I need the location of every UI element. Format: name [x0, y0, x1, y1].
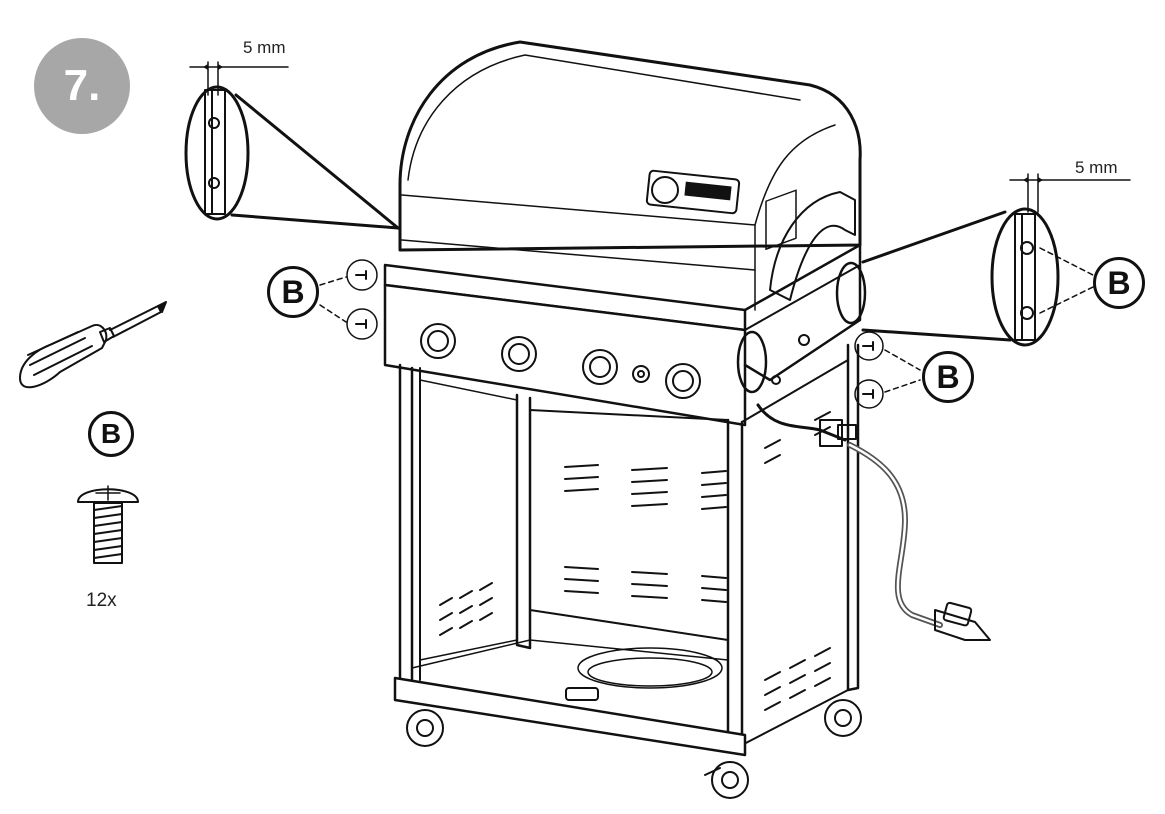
step-number-badge: 7.: [34, 38, 130, 134]
screw-b-icon: [77, 485, 139, 564]
callout-b-left: B: [267, 266, 319, 318]
side-housing: [736, 243, 867, 394]
right-gap-dimension-label: 5 mm: [1075, 158, 1118, 177]
grill-lid: [398, 40, 862, 311]
control-knob-1: [420, 323, 456, 359]
control-knob-3: [582, 349, 618, 385]
igniter-button: [632, 365, 650, 383]
control-panel: [383, 244, 861, 427]
control-knob-4: [665, 363, 701, 399]
cart-frame: [393, 343, 860, 757]
right-detail-magnifier: [861, 173, 1131, 347]
right-screw-callouts: [854, 331, 921, 409]
gas-regulator-hose: [756, 403, 991, 641]
screw-letter-callout: B: [88, 411, 134, 457]
left-screw-callouts: [319, 259, 378, 340]
left-detail-magnifier: [184, 61, 400, 230]
screwdriver-icon: [19, 301, 167, 389]
left-gap-dimension-label: 5 mm: [243, 38, 286, 57]
caster-wheels: [406, 699, 862, 799]
control-knob-2: [501, 336, 537, 372]
screw-quantity-label: 12x: [86, 590, 117, 611]
callout-b-right-lower: B: [922, 351, 974, 403]
side-panel-vents: [439, 189, 831, 711]
callout-b-right-detail: B: [1093, 257, 1145, 309]
back-panel-vents: [564, 464, 727, 603]
